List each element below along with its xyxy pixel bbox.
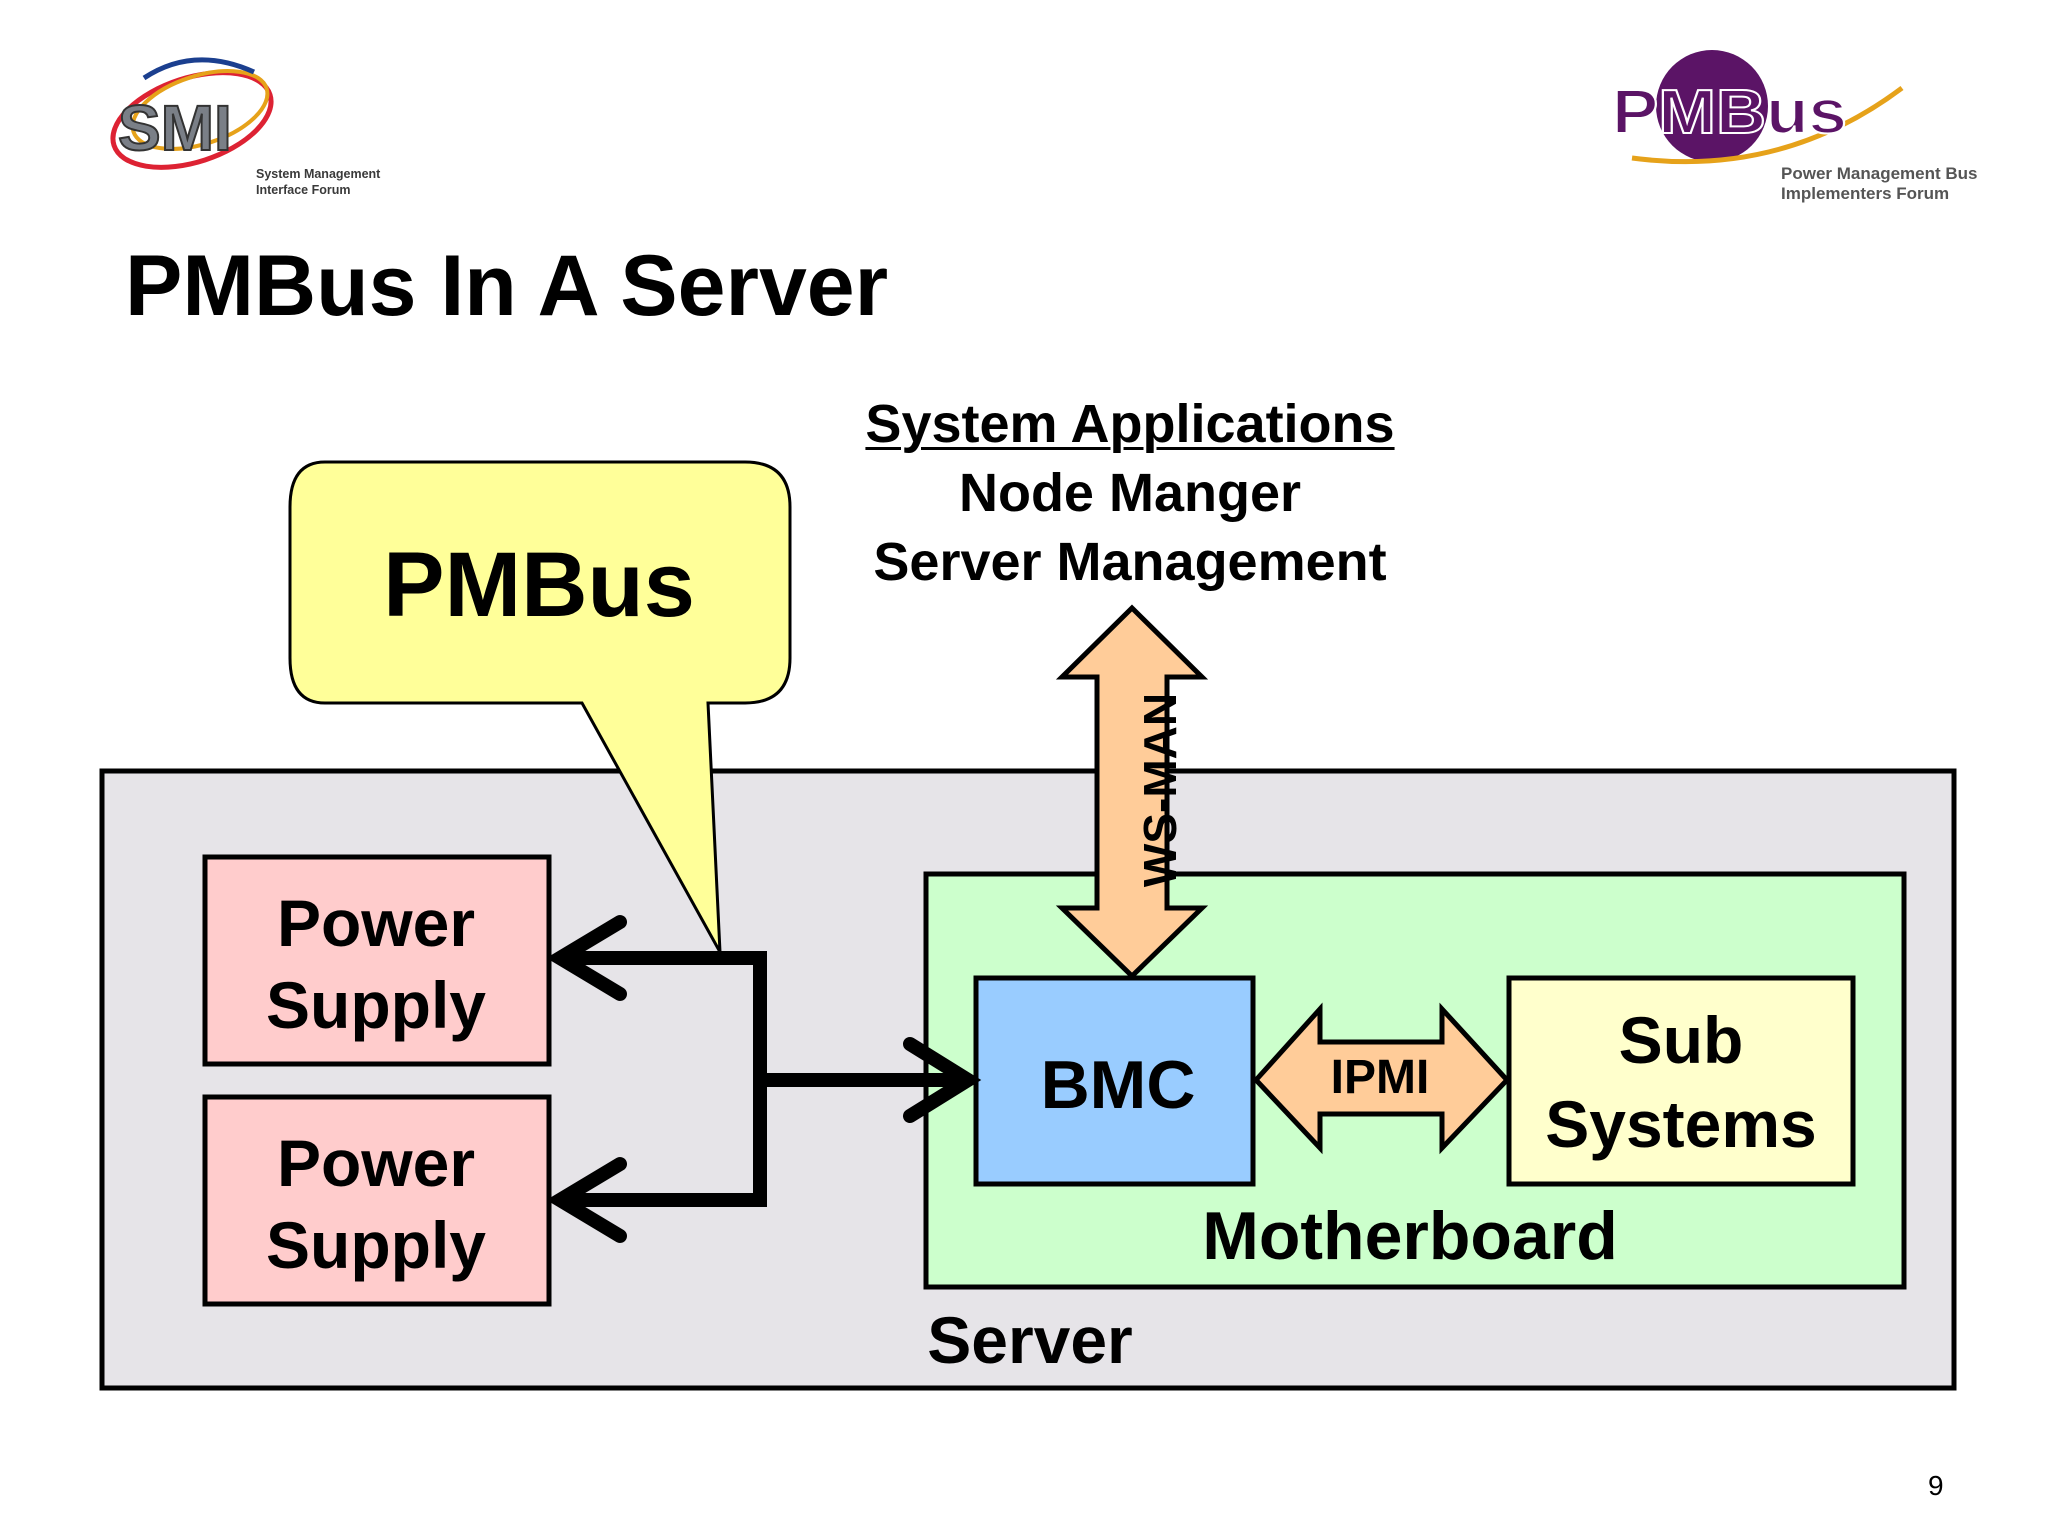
node-manager-label: Node Manger: [958, 463, 1302, 523]
smi-logo: SMI: [110, 57, 274, 170]
pmbus-logo-mark: PMBus: [1612, 78, 1847, 147]
bmc-label: BMC: [1040, 1047, 1196, 1123]
motherboard-label: Motherboard: [1202, 1198, 1618, 1274]
server-management-label: Server Management: [873, 532, 1387, 592]
ws-man-label: WS-MAN: [1134, 692, 1186, 888]
system-applications: System Applications Node Manger Server M…: [830, 390, 1430, 597]
page-number: 9: [1928, 1470, 1944, 1501]
slide-title: PMBus In A Server: [125, 238, 889, 334]
sub-systems-box: [1506, 975, 1856, 1187]
pmbus-logo: PMBus: [1612, 50, 1904, 165]
power-supply-box-2: [202, 1094, 552, 1307]
arrowhead-power-supply-2: [546, 1157, 627, 1243]
smi-logo-mark: SMI: [118, 92, 232, 164]
ws-man-double-arrow: [1055, 604, 1209, 980]
arrowhead-bmc: [903, 1037, 982, 1123]
system-applications-heading: System Applications: [865, 394, 1395, 454]
smi-logo-subtitle: System Management Interface Forum: [256, 167, 381, 197]
pmbus-callout-bubble: [288, 460, 792, 953]
arrowhead-power-supply-1: [546, 915, 627, 1001]
server-label: Server: [927, 1303, 1133, 1377]
power-supply-label-1: Power Supply: [265, 886, 486, 1042]
ipmi-double-arrow: [1252, 1002, 1511, 1155]
power-supply-label-2: Power Supply: [265, 1126, 486, 1282]
power-supply-box-1: [202, 854, 552, 1067]
sub-systems-label: Sub Systems: [1545, 1003, 1817, 1161]
pmbus-callout-label: PMBus: [383, 534, 695, 636]
pmbus-logo-subtitle: Power Management Bus Implementers Forum: [1781, 164, 1978, 203]
ipmi-label: IPMI: [1330, 1051, 1430, 1104]
